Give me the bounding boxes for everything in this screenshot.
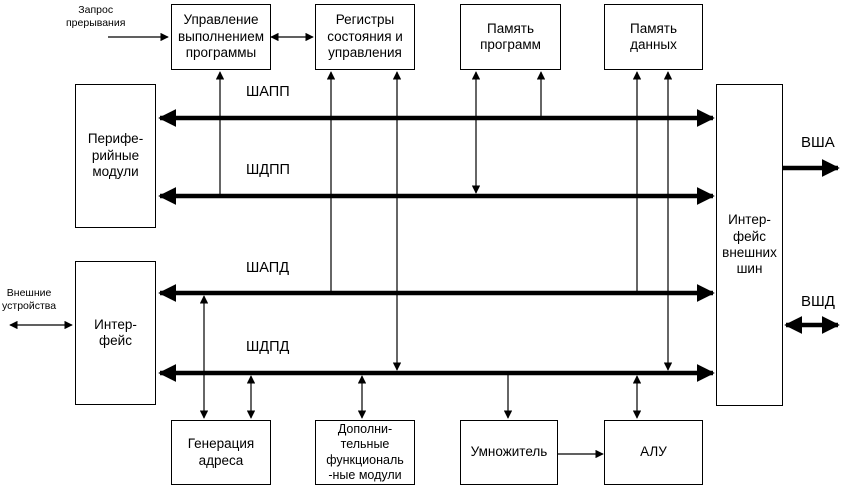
label-vsha: ВША [801, 134, 835, 151]
label-interrupt-request: Запрос прерывания [66, 4, 126, 29]
block-registers: Регистры состояния и управления [315, 4, 415, 70]
block-data-memory: Память данных [604, 4, 703, 70]
block-peripheral-modules: Перифе- рийные модули [75, 84, 156, 228]
block-multiplier: Умножитель [460, 420, 558, 485]
label-vshd: ВШД [801, 293, 835, 310]
block-extra-modules: Дополни- тельные функциональ -ные модули [315, 420, 415, 485]
bus-label-shdpp: ШДПП [246, 162, 290, 178]
bus-label-shdpd: ШДПД [246, 339, 290, 355]
block-program-control: Управление выполнением программы [171, 4, 271, 70]
block-alu: АЛУ [604, 420, 703, 485]
block-external-bus-interface: Интер- фейс внешних шин [716, 84, 783, 406]
bus-label-shapp: ШАПП [246, 84, 290, 100]
block-address-generation: Генерация адреса [171, 420, 271, 485]
block-interface: Интер- фейс [75, 261, 156, 405]
bus-label-shapd: ШАПД [246, 260, 290, 276]
block-program-memory: Память программ [460, 4, 561, 70]
label-external-devices: Внешние устройства [2, 287, 57, 312]
